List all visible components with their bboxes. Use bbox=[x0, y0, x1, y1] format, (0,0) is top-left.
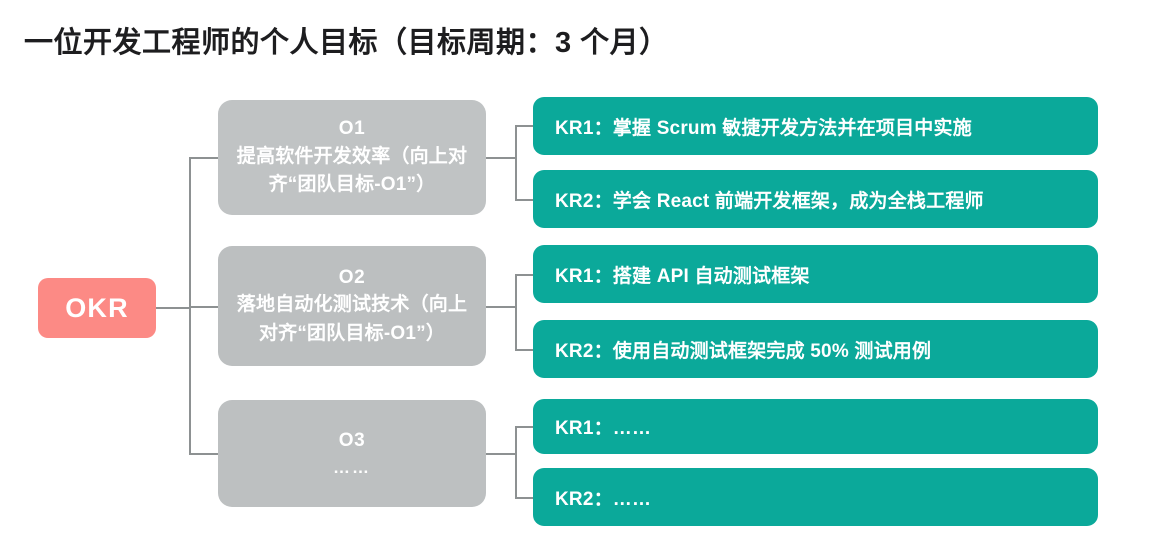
key-result-node-o3-kr2[interactable]: KR2：…… bbox=[533, 468, 1098, 526]
connector-root-to-objective-3 bbox=[189, 453, 219, 455]
connector-root-stub bbox=[156, 307, 190, 309]
objective-code-o1: O1 bbox=[338, 118, 366, 140]
connector-objective-2-to-kr-2 bbox=[515, 349, 534, 351]
connector-objective-2-stub bbox=[486, 306, 516, 308]
connector-objective-3-to-kr-2 bbox=[515, 497, 534, 499]
connector-root-to-objective-2 bbox=[189, 306, 219, 308]
connector-objective-1-to-kr-1 bbox=[515, 125, 534, 127]
okr-root-node[interactable]: OKR bbox=[38, 278, 156, 338]
key-result-label-o2-kr2: KR2：使用自动测试框架完成 50% 测试用例 bbox=[555, 340, 932, 362]
connector-objective-3-stub bbox=[486, 453, 516, 455]
connector-objective-2-to-kr-1 bbox=[515, 274, 534, 276]
key-result-label-o3-kr2: KR2：…… bbox=[555, 488, 652, 510]
key-result-node-o2-kr2[interactable]: KR2：使用自动测试框架完成 50% 测试用例 bbox=[533, 320, 1098, 378]
key-result-node-o1-kr2[interactable]: KR2：学会 React 前端开发框架，成为全栈工程师 bbox=[533, 170, 1098, 228]
objective-code-o3: O3 bbox=[338, 429, 366, 451]
key-result-node-o1-kr1[interactable]: KR1：掌握 Scrum 敏捷开发方法并在项目中实施 bbox=[533, 97, 1098, 155]
objective-description-o1: 提高软件开发效率（向上对齐“团队目标-O1”） bbox=[236, 145, 468, 196]
key-result-label-o2-kr1: KR1：搭建 API 自动测试框架 bbox=[555, 265, 810, 287]
connector-root-to-objective-1 bbox=[189, 157, 219, 159]
objective-node-o1[interactable]: O1 提高软件开发效率（向上对齐“团队目标-O1”） bbox=[218, 100, 486, 215]
okr-root-label: OKR bbox=[65, 292, 129, 323]
objective-node-o2[interactable]: O2 落地自动化测试技术（向上对齐“团队目标-O1”） bbox=[218, 246, 486, 366]
connector-objective-3-to-kr-1 bbox=[515, 426, 534, 428]
objective-node-o3[interactable]: O3 …… bbox=[218, 400, 486, 507]
key-result-node-o2-kr1[interactable]: KR1：搭建 API 自动测试框架 bbox=[533, 245, 1098, 303]
objective-description-o3: …… bbox=[333, 457, 371, 477]
connector-root-trunk bbox=[189, 157, 191, 454]
connector-objective-1-trunk bbox=[515, 125, 517, 199]
connector-objective-1-stub bbox=[486, 157, 516, 159]
key-result-node-o3-kr1[interactable]: KR1：…… bbox=[533, 399, 1098, 454]
connector-objective-1-to-kr-2 bbox=[515, 199, 534, 201]
connector-objective-2-trunk bbox=[515, 274, 517, 349]
key-result-label-o3-kr1: KR1：…… bbox=[555, 418, 652, 439]
key-result-label-o1-kr1: KR1：掌握 Scrum 敏捷开发方法并在项目中实施 bbox=[555, 117, 972, 139]
key-result-label-o1-kr2: KR2：学会 React 前端开发框架，成为全栈工程师 bbox=[555, 190, 984, 212]
objective-code-o2: O2 bbox=[338, 266, 366, 288]
page-title: 一位开发工程师的个人目标（目标周期：3 个月） bbox=[24, 27, 669, 59]
connector-objective-3-trunk bbox=[515, 426, 517, 497]
objective-description-o2: 落地自动化测试技术（向上对齐“团队目标-O1”） bbox=[236, 294, 468, 344]
